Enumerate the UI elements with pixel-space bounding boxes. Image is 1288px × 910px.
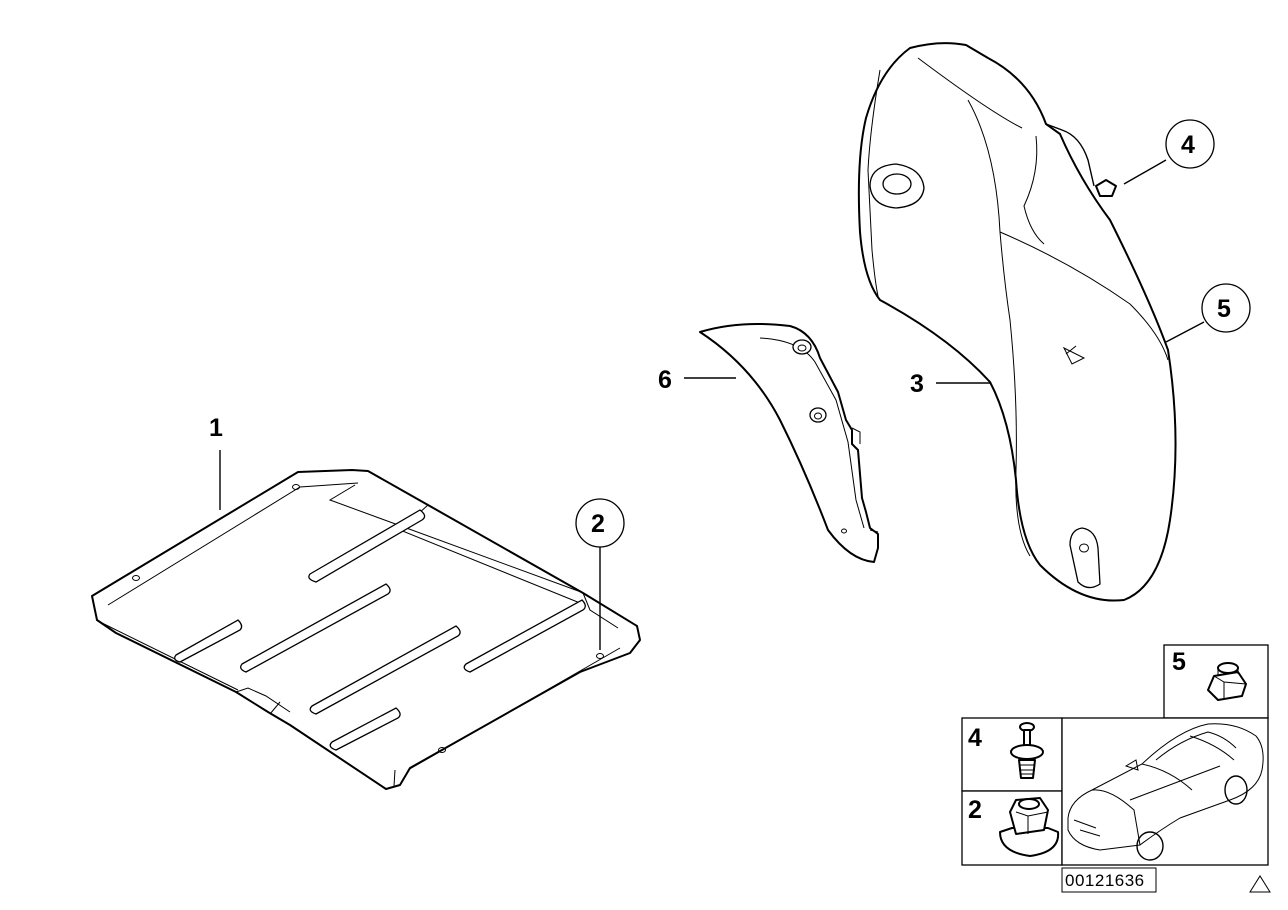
wheel-arch-cover[interactable] [857, 42, 1177, 602]
callout-4-label: 4 [1181, 131, 1195, 159]
hex-nut-5-icon [1207, 662, 1247, 701]
callout-3-label: 3 [910, 370, 924, 398]
callout-3: 3 [910, 370, 990, 398]
wheel-arch-deflector[interactable] [699, 323, 879, 563]
clip-4-icon [1010, 722, 1044, 779]
callout-1: 1 [209, 414, 223, 510]
underbody-shield-plate[interactable] [91, 469, 641, 790]
callout-1-label: 1 [209, 414, 223, 442]
callout-2-label: 2 [591, 510, 605, 538]
warning-triangle-icon [1249, 875, 1271, 893]
vehicle-overview-box [1061, 717, 1269, 866]
hex-nut-2-icon [999, 797, 1060, 857]
callout-6-label: 6 [658, 366, 672, 394]
callout-5: 5 [1165, 283, 1251, 343]
callout-5-label: 5 [1217, 295, 1231, 323]
inset-label-2: 2 [968, 796, 982, 824]
callout-4: 4 [1095, 119, 1215, 197]
callout-2: 2 [575, 498, 625, 650]
inset-label-5: 5 [1172, 648, 1186, 676]
hardware-inset: 5 4 2 [961, 644, 1269, 866]
inset-label-4: 4 [968, 724, 982, 752]
callout-6: 6 [658, 366, 736, 394]
reference-number: 00121636 [1061, 867, 1157, 893]
reference-number-text: 00121636 [1065, 871, 1145, 890]
vehicle-overview-icon [1067, 723, 1264, 861]
